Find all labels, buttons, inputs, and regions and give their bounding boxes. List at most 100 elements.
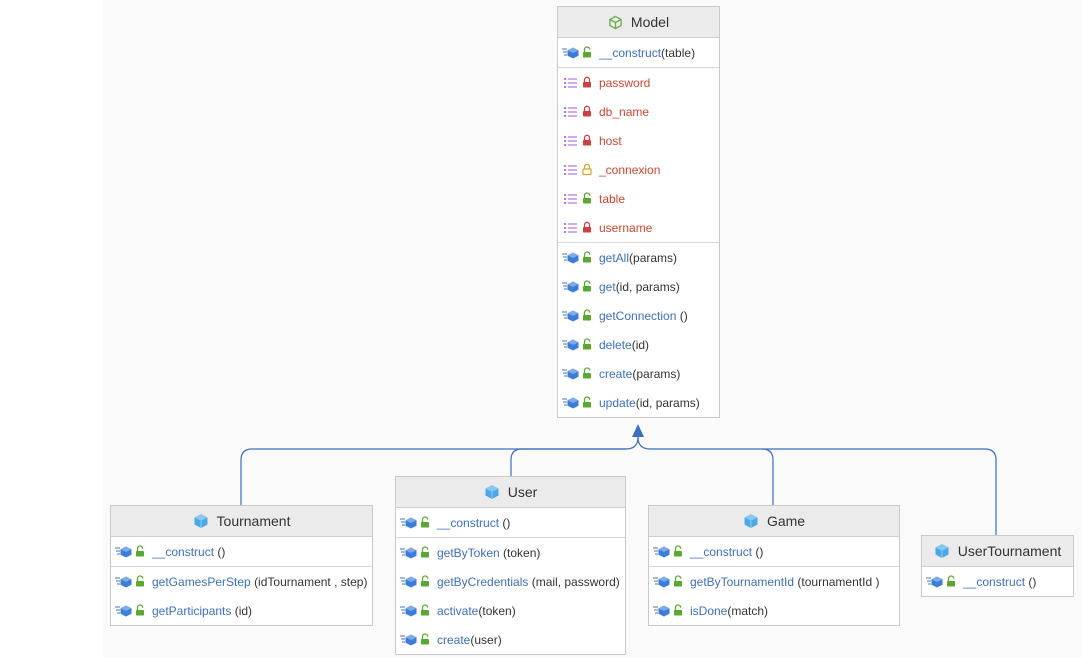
- field-row[interactable]: username: [558, 213, 719, 242]
- constructor-section: __construct(table): [558, 38, 719, 68]
- method-args: (id): [234, 603, 253, 618]
- class-name: Tournament: [216, 513, 291, 529]
- unlock-icon: [672, 545, 684, 559]
- unlock-icon: [581, 338, 593, 352]
- class-game[interactable]: Game __construct () getByTournamentId (t…: [648, 505, 900, 626]
- method-row[interactable]: activate(token): [396, 596, 625, 625]
- unlock-icon: [945, 575, 957, 589]
- method-name: create: [599, 366, 633, 381]
- method-name: activate: [437, 603, 479, 618]
- unlock-icon: [419, 546, 431, 560]
- method-name: getByTournamentId: [690, 574, 798, 589]
- constructor-row[interactable]: __construct (): [922, 567, 1073, 596]
- class-usertournament[interactable]: UserTournament __construct (): [921, 535, 1074, 597]
- method-icon: [926, 575, 944, 589]
- unlock-icon: [581, 396, 593, 410]
- method-name: create: [437, 632, 471, 647]
- method-args: (): [217, 544, 226, 559]
- method-row[interactable]: getByTournamentId (tournamentId ): [649, 567, 899, 596]
- method-args: (token): [503, 545, 541, 560]
- method-name: delete: [599, 337, 632, 352]
- method-icon: [562, 280, 580, 294]
- method-row[interactable]: getByCredentials (mail, password): [396, 567, 625, 596]
- lock-icon: [581, 134, 593, 148]
- abstract-class-icon: [608, 15, 623, 30]
- method-row[interactable]: getByToken (token): [396, 538, 625, 567]
- class-header: Game: [649, 506, 899, 537]
- method-row[interactable]: getGamesPerStep (idTournament , step): [111, 567, 372, 596]
- unlock-icon: [419, 575, 431, 589]
- method-icon: [115, 545, 133, 559]
- method-icon: [400, 546, 418, 560]
- field-row[interactable]: table: [558, 184, 719, 213]
- class-icon: [193, 513, 209, 529]
- field-row[interactable]: _connexion: [558, 155, 719, 184]
- unlock-icon: [134, 575, 146, 589]
- method-row[interactable]: create(params): [558, 359, 719, 388]
- method-args: (params): [632, 366, 681, 381]
- field-row[interactable]: password: [558, 68, 719, 97]
- field-name: _connexion: [599, 162, 661, 177]
- method-row[interactable]: getAll(params): [558, 243, 719, 272]
- class-icon: [934, 543, 950, 559]
- method-icon: [562, 367, 580, 381]
- unlock-icon: [672, 575, 684, 589]
- method-icon: [653, 575, 671, 589]
- lock-icon: [581, 105, 593, 119]
- method-name: getParticipants: [152, 603, 235, 618]
- method-args: (): [1028, 574, 1037, 589]
- method-row[interactable]: get(id, params): [558, 272, 719, 301]
- method-args: (id, params): [635, 395, 700, 410]
- methods-section: getByToken (token)getByCredentials (mail…: [396, 538, 625, 654]
- method-icon: [115, 604, 133, 618]
- unlock-icon: [581, 46, 593, 60]
- method-icon: [400, 604, 418, 618]
- field-row[interactable]: host: [558, 126, 719, 155]
- method-args: (token): [478, 603, 516, 618]
- constructor-section: __construct (): [922, 567, 1073, 596]
- method-name: __construct: [963, 574, 1029, 589]
- constructor-section: __construct (): [396, 508, 625, 538]
- constructor-row[interactable]: __construct(table): [558, 38, 719, 67]
- method-row[interactable]: update(id, params): [558, 388, 719, 417]
- constructor-row[interactable]: __construct (): [111, 537, 372, 566]
- method-args: (params): [629, 250, 678, 265]
- unlock-icon: [419, 516, 431, 530]
- unlock-icon: [134, 545, 146, 559]
- unlock-icon: [672, 604, 684, 618]
- method-name: getByCredentials: [437, 574, 532, 589]
- field-icon: [562, 76, 580, 90]
- method-row[interactable]: create(user): [396, 625, 625, 654]
- unlock-icon: [581, 280, 593, 294]
- methods-section: getByTournamentId (tournamentId )isDone(…: [649, 567, 899, 625]
- method-icon: [400, 575, 418, 589]
- constructor-row[interactable]: __construct (): [396, 508, 625, 537]
- method-name: getConnection: [599, 308, 680, 323]
- method-icon: [562, 396, 580, 410]
- methods-section: getGamesPerStep (idTournament , step)get…: [111, 567, 372, 625]
- method-args: (idTournament , step): [254, 574, 368, 589]
- method-row[interactable]: getParticipants (id): [111, 596, 372, 625]
- method-name: getAll: [599, 250, 630, 265]
- method-icon: [400, 516, 418, 530]
- method-row[interactable]: isDone(match): [649, 596, 899, 625]
- method-name: __construct: [437, 515, 503, 530]
- method-row[interactable]: delete(id): [558, 330, 719, 359]
- unlock-icon: [134, 604, 146, 618]
- constructor-row[interactable]: __construct (): [649, 537, 899, 566]
- class-tournament[interactable]: Tournament __construct () getGamesPerSte…: [110, 505, 373, 626]
- field-icon: [562, 163, 580, 177]
- method-row[interactable]: getConnection (): [558, 301, 719, 330]
- class-name: Game: [766, 513, 806, 529]
- unlock-icon: [581, 309, 593, 323]
- method-icon: [562, 251, 580, 265]
- method-icon: [115, 575, 133, 589]
- field-name: db_name: [599, 104, 650, 119]
- class-user[interactable]: User __construct () getByToken (token)ge…: [395, 476, 626, 655]
- unlock-icon: [581, 367, 593, 381]
- class-icon: [743, 513, 759, 529]
- field-row[interactable]: db_name: [558, 97, 719, 126]
- unlock-icon: [581, 251, 593, 265]
